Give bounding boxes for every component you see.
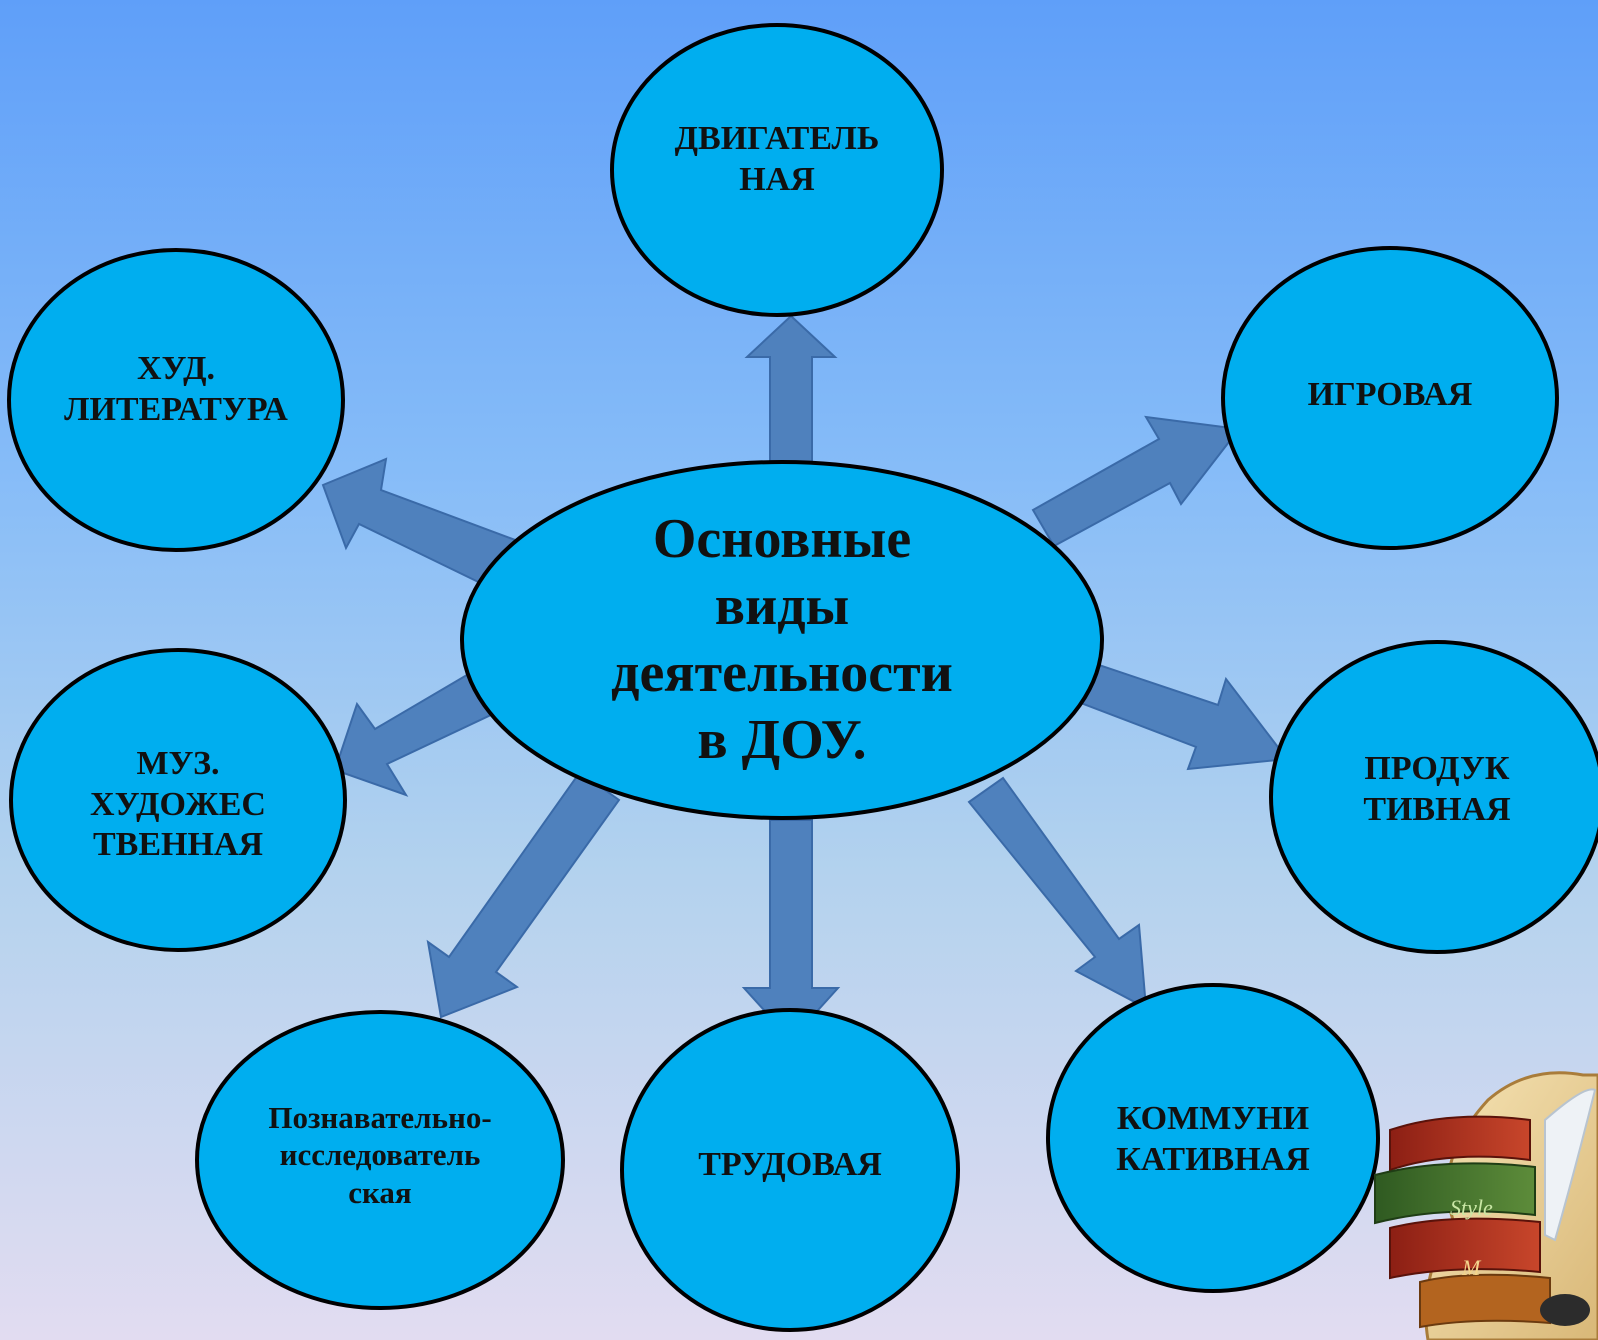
arrow-to-music <box>333 670 497 797</box>
node-circle-cognitive <box>195 1010 565 1310</box>
node-label-motor: ДВИГАТЕЛЬ НАЯ <box>674 120 880 198</box>
node-label-music: МУЗ. ХУДОЖЕС ТВЕННАЯ <box>90 744 266 864</box>
svg-text:Style: Style <box>1450 1195 1493 1220</box>
svg-text:M: M <box>1461 1255 1482 1280</box>
node-label-cognitive: Познавательно- исследователь ская <box>268 1100 492 1210</box>
center-title: Основные виды деятельности в ДОУ. <box>611 507 953 772</box>
node-label-communicative: КОММУНИ КАТИВНАЯ <box>1116 1100 1310 1178</box>
node-label-productive: ПРОДУК ТИВНАЯ <box>1363 750 1511 828</box>
node-label-labor: ТРУДОВАЯ <box>698 1145 882 1183</box>
node-circle-literature <box>7 248 345 552</box>
node-label-game: ИГРОВАЯ <box>1307 375 1473 413</box>
node-circle-communicative <box>1046 983 1380 1293</box>
books-and-quill-icon: Style M <box>1374 1071 1598 1340</box>
node-circle-music <box>9 648 347 952</box>
arrow-to-literature <box>321 457 520 593</box>
arrows-group <box>321 314 1289 1042</box>
node-circle-motor <box>610 23 944 317</box>
node-circle-labor <box>620 1008 960 1332</box>
node-circle-productive <box>1269 640 1598 954</box>
satellite-nodes <box>7 23 1598 1332</box>
node-label-literature: ХУД. ЛИТЕРАТУРА <box>64 350 288 428</box>
center-node-ellipse <box>460 460 1104 820</box>
arrow-to-cognitive <box>426 770 621 1019</box>
arrow-to-productive <box>1079 662 1289 771</box>
arrow-to-motor <box>744 314 838 463</box>
arrow-to-communicative <box>967 776 1148 1010</box>
arrow-to-game <box>1031 415 1241 548</box>
node-circle-game <box>1221 246 1559 550</box>
arrow-to-labor <box>741 819 841 1042</box>
